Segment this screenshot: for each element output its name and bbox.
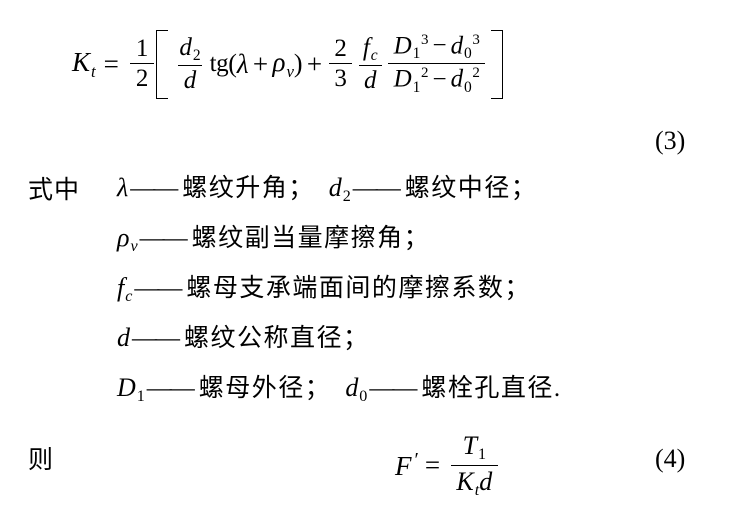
- right-bracket-icon: [490, 30, 503, 99]
- symbol-d0: d0: [345, 373, 368, 406]
- equals-sign: =: [424, 450, 441, 481]
- left-bracket-icon: [156, 30, 169, 99]
- fraction-denominator: d: [178, 64, 202, 94]
- fraction-numerator: T1: [462, 431, 487, 464]
- definition-text: 螺纹中径；: [404, 175, 538, 202]
- coefficient-one-half: 1 2: [130, 36, 154, 92]
- em-dash: ——: [130, 175, 178, 202]
- tangent-function: tg: [209, 50, 229, 78]
- em-dash: ——: [132, 325, 180, 352]
- equals-sign: =: [103, 48, 119, 79]
- formula-4-lhs: F′: [395, 449, 419, 482]
- equation-number-4: (4): [655, 444, 686, 473]
- formula-4: F′ = T1 Ktd: [395, 432, 501, 500]
- lambda-symbol: λ: [236, 48, 249, 79]
- symbol-d2: d2: [328, 173, 351, 206]
- em-dash: ——: [352, 175, 401, 202]
- definition-line: fc —— 螺母支承端面间的摩擦系数；: [117, 268, 562, 318]
- em-dash: ——: [139, 225, 188, 252]
- definition-text: 螺纹副当量摩擦角；: [191, 225, 431, 252]
- definition-line: ρv —— 螺纹副当量摩擦角；: [117, 218, 562, 268]
- formula-3-lhs: Kt: [72, 47, 96, 81]
- equation-number-3: (3): [655, 126, 686, 155]
- paren-open: (: [228, 49, 237, 79]
- then-label: 则: [28, 447, 55, 474]
- definition-text: 螺纹升角；: [182, 175, 315, 202]
- coefficient-two-thirds: 2 3: [328, 36, 353, 92]
- definition-text: 螺栓孔直径.: [421, 375, 562, 402]
- em-dash: ——: [146, 375, 195, 402]
- fraction-denominator: Ktd: [450, 464, 498, 500]
- definition-list: λ —— 螺纹升角； d2 —— 螺纹中径； ρv —— 螺纹副当量摩擦角； f…: [117, 168, 562, 418]
- fraction-diameter-ratio: D13−d03 D12−d02: [388, 32, 486, 96]
- bracket-contents: d2 d tg ( λ + ρv ) + 2 3 fc d: [171, 30, 487, 99]
- where-label: 式中: [28, 177, 81, 204]
- fraction-fc-over-d: fc d: [357, 34, 383, 94]
- diameter-ratio-numerator: D13−d03: [393, 32, 480, 63]
- symbol-rho-v: ρv: [117, 223, 138, 256]
- where-clause: 式中 λ —— 螺纹升角； d2 —— 螺纹中径； ρv —— 螺纹副当量摩擦角…: [28, 168, 562, 418]
- rho-v-symbol: ρv: [272, 47, 294, 81]
- symbol-d: d: [117, 323, 130, 352]
- fraction-T1-over-Ktd: T1 Ktd: [450, 431, 498, 500]
- bracket-group: d2 d tg ( λ + ρv ) + 2 3 fc d: [156, 30, 503, 99]
- definition-line: d —— 螺纹公称直径；: [117, 318, 562, 368]
- definition-text: 螺母支承端面间的摩擦系数；: [186, 275, 531, 302]
- plus-sign-main: +: [306, 48, 323, 79]
- definition-text: 螺纹公称直径；: [184, 325, 370, 352]
- fraction-d2-over-d: d2 d: [174, 33, 206, 94]
- definition-text: 螺母外径；: [198, 375, 332, 402]
- diameter-ratio-denominator: D12−d02: [388, 63, 486, 95]
- definition-line: D1 —— 螺母外径； d0 —— 螺栓孔直径.: [117, 368, 562, 418]
- symbol-D1: D1: [117, 373, 145, 406]
- em-dash: ——: [134, 275, 182, 302]
- em-dash: ——: [369, 375, 417, 402]
- symbol-fc: fc: [117, 273, 133, 306]
- symbol-lambda: λ: [117, 173, 129, 202]
- formula-3: Kt = 1 2 d2 d tg ( λ + ρv ) + 2: [72, 30, 503, 99]
- paren-close: ): [293, 49, 303, 79]
- definition-line: λ —— 螺纹升角； d2 —— 螺纹中径；: [117, 168, 562, 218]
- fraction-numerator: d2: [179, 33, 201, 64]
- plus-sign-inner: +: [252, 48, 269, 79]
